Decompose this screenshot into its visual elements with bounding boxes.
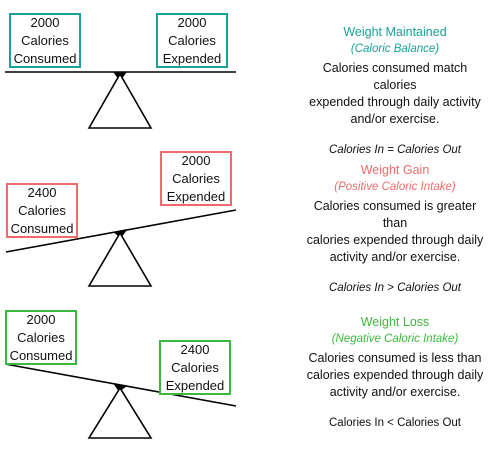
box-line: 2400: [27, 184, 57, 200]
weight-loss-explanation: Weight Loss (Negative Caloric Intake) Ca…: [300, 314, 490, 432]
description-line: Calories consumed is less than: [308, 351, 482, 365]
panel-subtitle: (Caloric Balance): [350, 43, 440, 55]
weight-gain-explanation: Weight Gain (Positive Caloric Intake) Ca…: [300, 162, 490, 297]
calories-consumed-box: 2400 Calories Consumed: [6, 183, 78, 238]
panel-title: Weight Gain: [360, 163, 430, 177]
panel-subtitle: (Positive Caloric Intake): [334, 181, 456, 193]
fulcrum-triangle: [87, 386, 153, 439]
description-line: calories expended through daily: [306, 368, 484, 382]
calories-consumed-box: 2000 Calories Consumed: [5, 310, 77, 365]
equation: Calories In > Calories Out: [329, 282, 461, 294]
description-line: and/or exercise.: [350, 112, 440, 126]
box-line: 2000: [30, 14, 60, 30]
calories-expended-box: 2000 Calories Expended: [160, 151, 232, 206]
scale-tilted-right: [4, 363, 237, 439]
description-line: Calories consumed match calories: [322, 61, 468, 92]
description-line: activity and/or exercise.: [329, 385, 461, 399]
box-line: Consumed: [10, 220, 74, 236]
box-line: 2000: [181, 152, 211, 168]
calories-expended-box: 2000 Calories Expended: [156, 13, 228, 68]
box-line: 2400: [180, 341, 210, 357]
fulcrum-triangle: [87, 231, 153, 287]
panel-title: Weight Maintained: [343, 25, 447, 39]
equation: Calories In = Calories Out: [329, 144, 461, 156]
panel-subtitle: (Negative Caloric Intake): [331, 333, 459, 345]
fulcrum-triangle: [87, 72, 153, 129]
panel-title: Weight Loss: [360, 315, 430, 329]
description-line: expended through daily activity: [309, 95, 481, 109]
scale-balanced: [5, 71, 236, 129]
box-line: 2000: [26, 311, 56, 327]
box-line: Calories: [21, 32, 69, 48]
box-line: Expended: [165, 377, 225, 393]
calories-expended-box: 2400 Calories Expended: [159, 340, 231, 395]
scale-tilted-left: [5, 209, 237, 287]
box-line: 2000: [177, 14, 207, 30]
box-line: Calories: [168, 32, 216, 48]
equation: Calories In < Calories Out: [329, 417, 461, 429]
box-line: Calories: [171, 359, 219, 375]
box-line: Expended: [162, 50, 222, 66]
box-line: Consumed: [9, 347, 73, 363]
box-line: Calories: [18, 202, 66, 218]
weight-maintained-explanation: Weight Maintained (Caloric Balance) Calo…: [300, 24, 490, 159]
description-line: Calories consumed is greater than: [313, 199, 477, 230]
description-line: activity and/or exercise.: [329, 250, 461, 264]
box-line: Consumed: [13, 50, 77, 66]
box-line: Expended: [166, 188, 226, 204]
box-line: Calories: [172, 170, 220, 186]
box-line: Calories: [17, 329, 65, 345]
calories-consumed-box: 2000 Calories Consumed: [9, 13, 81, 68]
description-line: calories expended through daily: [306, 233, 484, 247]
